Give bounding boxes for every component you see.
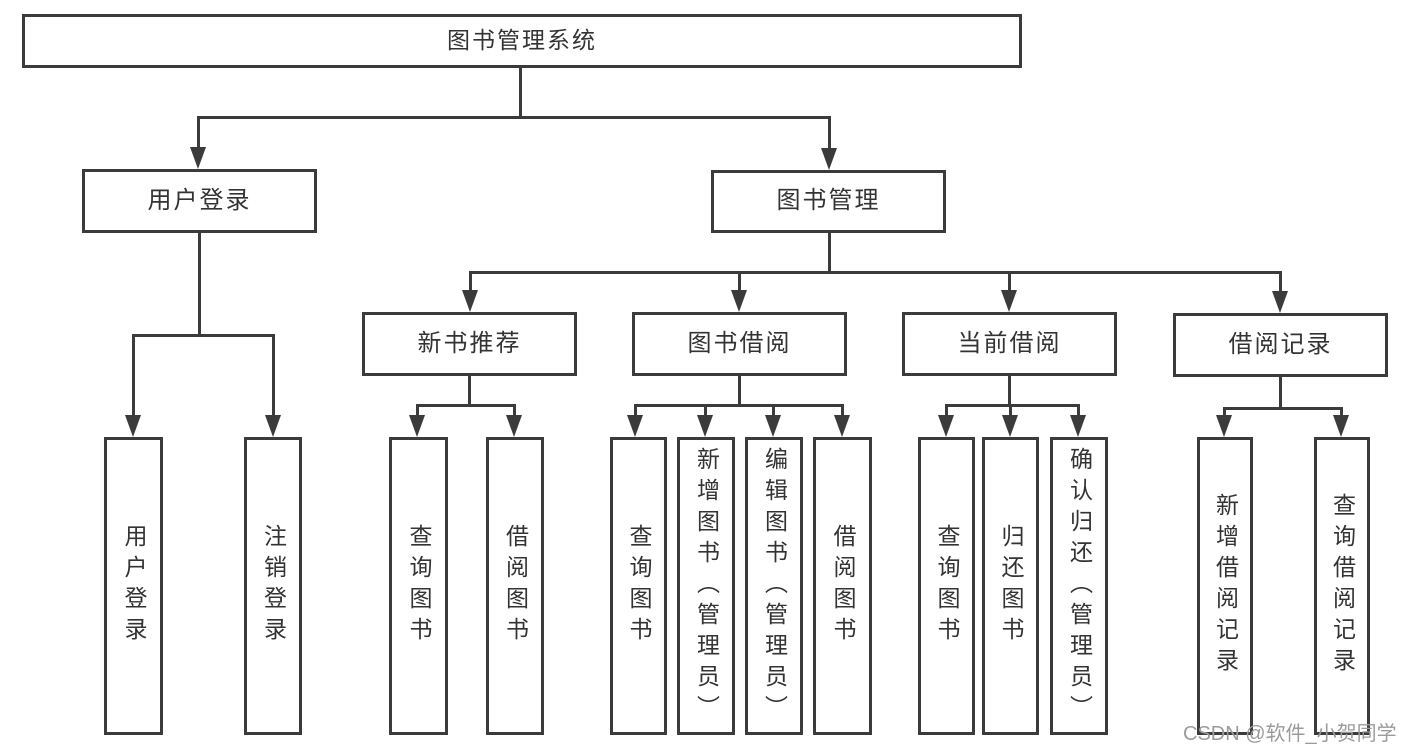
connector-line <box>197 116 831 119</box>
connector-line <box>945 404 948 417</box>
connector-line <box>1340 407 1343 417</box>
connector-line <box>1009 404 1012 417</box>
arrowhead <box>938 415 954 437</box>
node-library-management-system: 图书管理系统 <box>22 14 1022 68</box>
connector-line <box>772 404 775 417</box>
connector-line <box>841 404 844 417</box>
arrowhead <box>125 415 141 437</box>
node-new-book-recommend: 新书推荐 <box>362 312 577 376</box>
leaf-edit-book-admin: 编辑图书（管理员） <box>745 437 803 735</box>
connector-line <box>272 334 275 417</box>
node-book-borrowing: 图书借阅 <box>632 312 847 376</box>
leaf-confirm-return-admin: 确认归还（管理员） <box>1050 437 1108 735</box>
connector-line <box>1223 407 1226 417</box>
arrowhead <box>1272 291 1288 313</box>
connector-line <box>945 404 1080 407</box>
leaf-query-books-recommend: 查询图书 <box>389 437 448 735</box>
arrowhead <box>409 415 425 437</box>
leaf-return-book: 归还图书 <box>982 437 1039 735</box>
arrowhead <box>627 415 643 437</box>
leaf-logout: 注销登录 <box>244 437 302 735</box>
connector-line <box>634 404 844 407</box>
arrowhead <box>506 415 522 437</box>
connector-line <box>738 271 741 292</box>
leaf-query-books-borrowing: 查询图书 <box>610 437 667 735</box>
watermark: CSDN @软件_小贺同学 <box>1183 723 1397 745</box>
arrowhead <box>190 147 206 169</box>
connector-line <box>519 68 522 117</box>
connector-line <box>416 404 516 407</box>
connector-line <box>828 116 831 150</box>
arrowhead <box>821 148 837 170</box>
arrowhead <box>697 415 713 437</box>
leaf-borrow-books-borrowing: 借阅图书 <box>813 437 872 735</box>
connector-line <box>1279 271 1282 293</box>
arrowhead <box>1333 415 1349 437</box>
connector-line <box>469 271 472 292</box>
connector-line <box>132 334 135 417</box>
leaf-borrow-books-recommend: 借阅图书 <box>486 437 544 735</box>
leaf-query-borrow-record: 查询借阅记录 <box>1314 437 1370 735</box>
connector-line <box>469 271 1282 274</box>
connector-line <box>828 233 831 274</box>
leaf-add-book-admin: 新增图书（管理员） <box>677 437 735 735</box>
connector-line <box>132 334 275 337</box>
node-borrowing-records: 借阅记录 <box>1173 313 1388 377</box>
leaf-user-login: 用户登录 <box>104 437 163 735</box>
arrowhead <box>1001 290 1017 312</box>
connector-line <box>1279 377 1282 410</box>
node-book-management: 图书管理 <box>711 170 946 233</box>
connector-line <box>1008 271 1011 292</box>
arrowhead <box>462 290 478 312</box>
connector-line <box>198 233 201 336</box>
arrowhead <box>1070 415 1086 437</box>
arrowhead <box>1216 415 1232 437</box>
connector-line <box>513 404 516 417</box>
leaf-query-books-current: 查询图书 <box>918 437 975 735</box>
connector-line <box>468 376 471 407</box>
connector-line <box>634 404 637 417</box>
node-current-borrowing: 当前借阅 <box>902 312 1117 376</box>
connector-line <box>197 116 200 149</box>
node-user-login: 用户登录 <box>82 169 317 233</box>
connector-line <box>1077 404 1080 417</box>
arrowhead <box>1002 415 1018 437</box>
leaf-add-borrow-record: 新增借阅记录 <box>1197 437 1253 735</box>
arrowhead <box>265 415 281 437</box>
connector-line <box>1223 407 1342 410</box>
connector-line <box>738 376 741 407</box>
connector-line <box>704 404 707 417</box>
arrowhead <box>834 415 850 437</box>
arrowhead <box>765 415 781 437</box>
arrowhead <box>731 290 747 312</box>
connector-line <box>1008 376 1011 407</box>
connector-line <box>416 404 419 417</box>
